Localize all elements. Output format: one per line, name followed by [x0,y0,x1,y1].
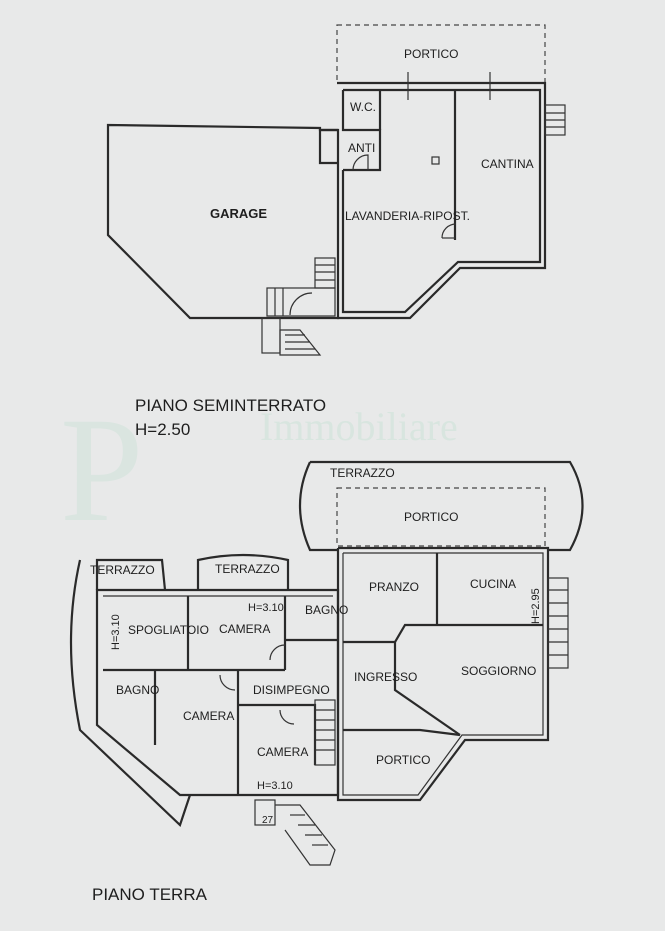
room-label-terrazzo-top: TERRAZZO [330,466,395,480]
room-label-camera-3: CAMERA [257,745,308,759]
room-label-disimpegno: DISIMPEGNO [253,683,330,697]
watermark-logo: P Immobiliare [60,387,458,553]
room-label-terrazzo-left: TERRAZZO [90,563,155,577]
stairs-upper [261,104,566,356]
upper-floor-title: PIANO SEMINTERRATO [135,396,326,415]
height-cucina: H=2.95 [530,588,542,624]
room-label-cantina: CANTINA [481,157,534,171]
upper-floor-plan: PORTICO W.C. ANTI GARAGE LAVANDERIA-RIPO… [106,24,566,439]
room-label-camera-1: CAMERA [219,622,270,636]
height-camera-1: H=3.10 [248,602,284,614]
room-label-lavanderia: LAVANDERIA-RIPOST. [345,209,470,223]
height-camera-3: H=3.10 [257,780,293,792]
room-label-ingresso: INGRESSO [354,670,417,684]
main-outer-wall [337,81,547,320]
room-label-camera-2: CAMERA [183,709,234,723]
room-label-bagno-2: BAGNO [116,683,159,697]
room-label-spogliatoio: SPOGLIATOIO [128,623,209,637]
height-spogliatoio: H=3.10 [110,614,122,650]
room-label-portico-bottom: PORTICO [376,753,430,767]
svg-text:P: P [60,387,143,553]
room-label-garage: GARAGE [210,206,267,221]
step-number: 27 [262,815,274,826]
upper-floor-height: H=2.50 [135,420,190,439]
svg-text:Immobiliare: Immobiliare [260,404,458,449]
room-label-soggiorno: SOGGIORNO [461,664,536,678]
ground-floor-title: PIANO TERRA [92,885,208,904]
room-label-portico-top: PORTICO [404,510,458,524]
ground-floor-plan: TERRAZZO PORTICO TERRAZZO TERRAZZO PRANZ… [69,460,584,904]
room-label-wc: W.C. [350,100,376,114]
room-label-portico: PORTICO [404,47,458,61]
room-label-anti: ANTI [348,141,375,155]
terrazzo-mid-outline [196,553,290,590]
room-label-cucina: CUCINA [470,577,516,591]
room-label-pranzo: PRANZO [369,580,419,594]
garage-wall [106,123,340,320]
room-label-terrazzo-mid: TERRAZZO [215,562,280,576]
terrazzo-left-outline [69,558,192,827]
room-label-bagno-1: BAGNO [305,603,348,617]
terrazzo-top-outline [298,460,584,552]
